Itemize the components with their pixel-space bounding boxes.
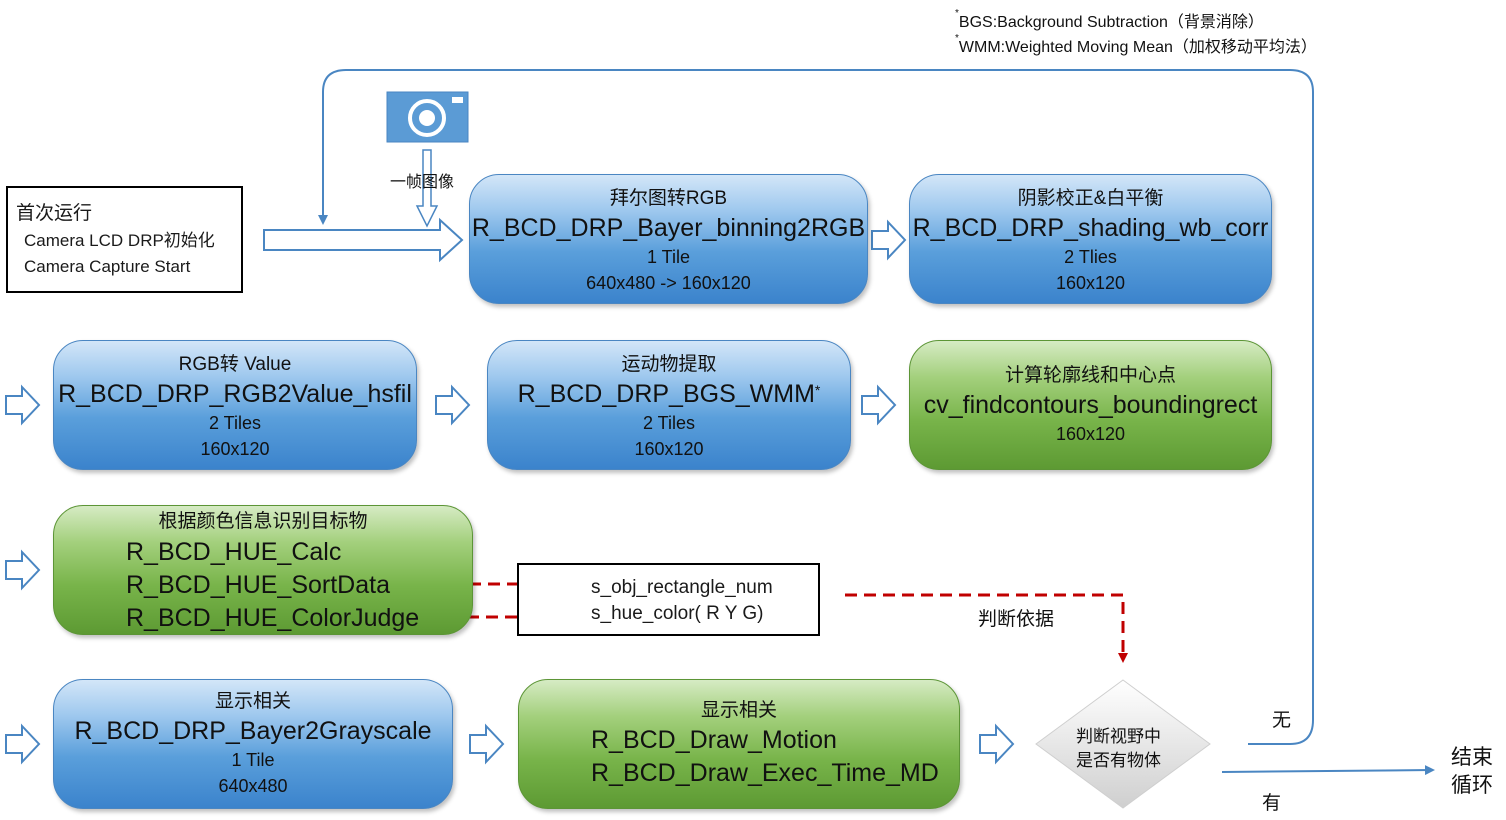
decision-no-label: 无 — [1272, 710, 1292, 731]
shading-box: 阴影校正&白平衡 R_BCD_DRP_shading_wb_corr 2 Tli… — [909, 174, 1272, 304]
bgs-size: 160x120 — [634, 439, 704, 459]
decision-diamond — [1035, 679, 1211, 809]
bayer-box: 拜尔图转RGB R_BCD_DRP_Bayer_binning2RGB 1 Ti… — [469, 174, 868, 304]
bayer-caption: 拜尔图转RGB — [609, 188, 728, 209]
bgs-box: 运动物提取 R_BCD_DRP_BGS_WMM* 2 Tiles 160x120 — [487, 340, 851, 470]
output-rect-num: s_obj_rectangle_num — [591, 577, 773, 598]
contours-size: 160x120 — [1055, 424, 1126, 444]
decision-yes-label: 有 — [1262, 793, 1282, 814]
draw-fn-motion: R_BCD_Draw_Motion — [591, 726, 837, 754]
hue-fn-colorjudge: R_BCD_HUE_ColorJudge — [126, 604, 420, 632]
decision-line1: 判断视野中 — [1076, 727, 1161, 746]
end-line2: 循环 — [1451, 774, 1493, 797]
shading-size: 160x120 — [1055, 273, 1126, 293]
grayscale-box: 显示相关 R_BCD_DRP_Bayer2Grayscale 1 Tile 64… — [53, 679, 453, 809]
hue-fn-sortdata: R_BCD_HUE_SortData — [126, 571, 390, 599]
bayer-function: R_BCD_DRP_Bayer_binning2RGB — [471, 214, 866, 242]
arrow-row4-in — [5, 723, 41, 765]
bgs-function-line: R_BCD_DRP_BGS_WMM* — [488, 378, 850, 410]
bgs-caption: 运动物提取 — [621, 354, 717, 375]
arrow-row3-in — [5, 549, 41, 591]
rgb2value-caption: RGB转 Value — [178, 354, 292, 375]
grayscale-caption: 显示相关 — [214, 691, 291, 712]
hue-caption: 根据颜色信息识别目标物 — [158, 511, 368, 532]
start-arrow — [263, 217, 464, 263]
basis-label: 判断依据 — [978, 609, 1055, 630]
start-box: 首次运行 Camera LCD DRP初始化 Camera Capture St… — [6, 186, 243, 293]
draw-box: 显示相关 R_BCD_Draw_Motion R_BCD_Draw_Exec_T… — [518, 679, 960, 809]
arrow-bayer-shading — [871, 219, 907, 261]
arrow-gray-draw — [469, 723, 505, 765]
arrow-bgs-contours — [861, 384, 897, 426]
bgs-tiles: 2 Tiles — [642, 413, 696, 433]
arrow-draw-decision — [979, 723, 1015, 765]
arrow-row2-in — [5, 384, 41, 426]
rgb2value-function: R_BCD_DRP_RGB2Value_hsfil — [58, 380, 412, 408]
grayscale-size: 640x480 — [218, 776, 288, 796]
decision-line2: 是否有物体 — [1076, 751, 1161, 770]
note-bgs: *BGS:Background Subtraction（背景消除） — [955, 8, 1264, 31]
draw-caption: 显示相关 — [700, 700, 777, 721]
rgb2value-tiles: 2 Tiles — [208, 413, 262, 433]
bayer-tiles: 1 Tile — [646, 247, 691, 267]
hue-fn-calc: R_BCD_HUE_Calc — [126, 538, 342, 566]
rgb2value-box: RGB转 Value R_BCD_DRP_RGB2Value_hsfil 2 T… — [53, 340, 417, 470]
start-title: 首次运行 — [16, 203, 93, 224]
grayscale-tiles: 1 Tile — [231, 750, 275, 770]
bgs-footnote-mark: * — [814, 382, 821, 398]
camera-icon — [386, 91, 469, 143]
hue-box: 根据颜色信息识别目标物 R_BCD_HUE_Calc R_BCD_HUE_Sor… — [53, 505, 473, 635]
start-line1: Camera LCD DRP初始化 — [24, 231, 215, 250]
outputs-box: s_obj_rectangle_num s_hue_color( R Y G) — [517, 563, 820, 636]
arrow-rgb-bgs — [435, 384, 471, 426]
camera-label: 一帧图像 — [390, 174, 455, 191]
exit-arrow — [1221, 765, 1435, 776]
output-hue-color: s_hue_color( R Y G) — [591, 603, 764, 624]
shading-caption: 阴影校正&白平衡 — [1017, 188, 1164, 209]
shading-tiles: 2 Tlies — [1064, 247, 1117, 267]
step-arrows — [5, 219, 1015, 765]
contours-box: 计算轮廓线和中心点 cv_findcontours_boundingrect 1… — [909, 340, 1272, 470]
bayer-size: 640x480 -> 160x120 — [586, 273, 751, 293]
end-line1: 结束 — [1451, 746, 1493, 769]
draw-fn-exec-time: R_BCD_Draw_Exec_Time_MD — [591, 759, 939, 787]
loop-back-line — [318, 69, 1314, 745]
bgs-function: R_BCD_DRP_BGS_WMM — [517, 380, 815, 408]
note-wmm: *WMM:Weighted Moving Mean（加权移动平均法） — [955, 33, 1317, 56]
shading-function: R_BCD_DRP_shading_wb_corr — [912, 214, 1269, 242]
grayscale-function: R_BCD_DRP_Bayer2Grayscale — [74, 717, 432, 745]
dashed-arrow-basis — [845, 593, 1128, 663]
contours-function: cv_findcontours_boundingrect — [923, 391, 1258, 419]
contours-caption: 计算轮廓线和中心点 — [1004, 365, 1176, 386]
camera-down-arrow — [415, 149, 439, 228]
rgb2value-size: 160x120 — [200, 439, 270, 459]
start-line2: Camera Capture Start — [24, 257, 191, 276]
